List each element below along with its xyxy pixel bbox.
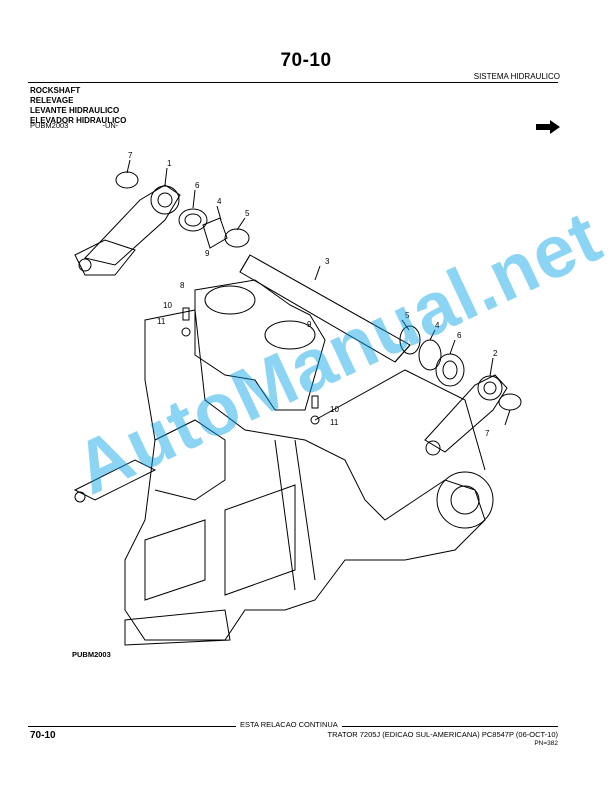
unit-code: -UN-	[102, 121, 119, 130]
title-line: ELEVADOR HIDRAULICO	[30, 116, 127, 125]
title-line: ROCKSHAFT	[30, 86, 81, 95]
part-titles: ROCKSHAFT RELEVAGE LEVANTE HIDRAULICO EL…	[30, 86, 126, 126]
title-line: RELEVAGE	[30, 96, 74, 105]
continues-notice: ESTA RELACAO CONTINUA	[236, 720, 342, 729]
callout-label: 5	[405, 311, 410, 320]
callout-label: 4	[435, 321, 440, 330]
callout-label: 7	[128, 151, 133, 160]
callout-label: 3	[325, 257, 330, 266]
next-page-arrow-icon[interactable]	[536, 120, 560, 134]
figure-reference: PUBM2003	[30, 121, 69, 130]
section-title: SISTEMA HIDRAULICO	[473, 72, 560, 81]
page-number-bottom: 70-10	[30, 730, 56, 741]
exploded-parts-diagram: 7 1 6 4 5 9 3 8 10 11 9 5 4 6 2 10 11 7	[73, 151, 522, 646]
callout-label: 2	[493, 349, 498, 358]
callout-label: 8	[180, 281, 185, 290]
publication-info: TRATOR 7205J (EDICAO SUL-AMERICANA) PC85…	[327, 730, 558, 739]
callout-label: 10	[163, 301, 172, 310]
callout-label: 11	[157, 317, 166, 326]
callout-label: 6	[457, 331, 462, 340]
page-id: PN=382	[534, 740, 558, 747]
title-line: LEVANTE HIDRAULICO	[30, 106, 120, 115]
callout-label: 6	[195, 181, 200, 190]
callout-label: 10	[330, 405, 339, 414]
callout-label: 9	[205, 249, 210, 258]
callout-label: 11	[330, 418, 339, 427]
page-number-top: 70-10	[280, 50, 332, 71]
header-rule	[28, 82, 558, 83]
callout-label: 5	[245, 209, 250, 218]
callout-label: 9	[307, 320, 312, 329]
callout-label: 7	[485, 429, 490, 438]
callout-label: 1	[167, 159, 172, 168]
callout-label: 4	[217, 197, 222, 206]
figure-codes: PUBM2003 -UN-	[30, 121, 150, 130]
figure-code: PUBM2003	[72, 650, 111, 659]
